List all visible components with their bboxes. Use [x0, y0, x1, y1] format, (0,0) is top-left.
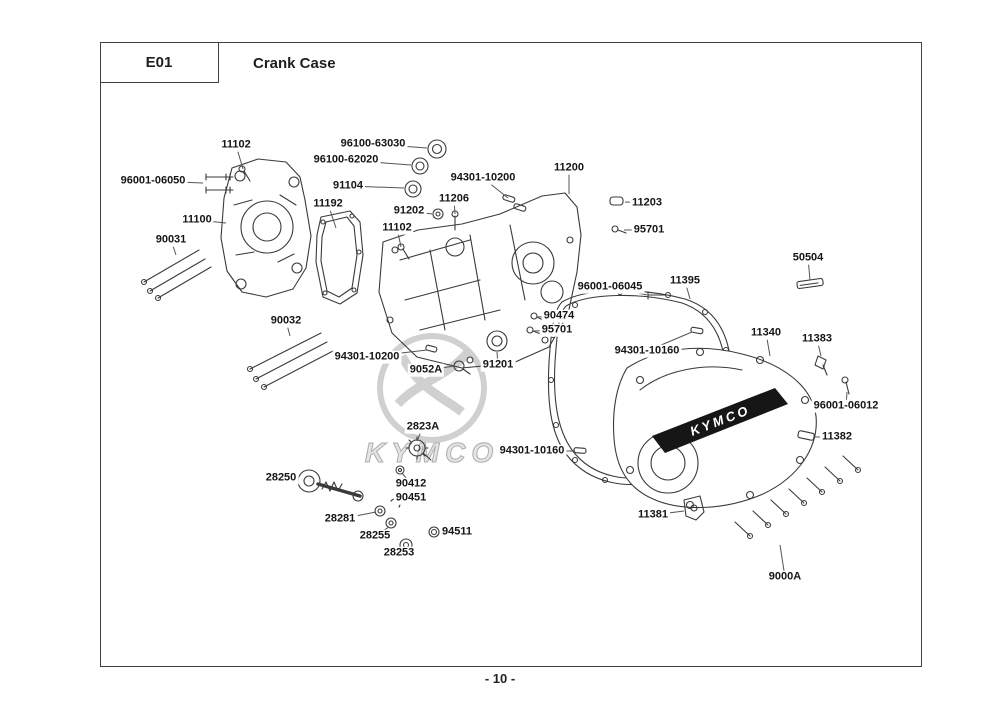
- page-title: Crank Case: [253, 54, 336, 72]
- right-small-parts-drawing: [796, 277, 850, 441]
- kymco-watermark-logo: [377, 333, 487, 443]
- gasket-11192-drawing: [315, 210, 364, 305]
- main-crankcase-drawing: [378, 192, 582, 369]
- dowel-pins-10160-drawing: [573, 326, 704, 454]
- section-code: E01: [99, 41, 219, 83]
- cover-brand-band: [652, 388, 788, 453]
- small-gear-washers-drawing: [374, 436, 440, 552]
- stud-bolts-90031-drawing: [140, 249, 212, 302]
- cover-bolts-9000a-drawing: [734, 455, 862, 540]
- kymco-watermark-text: KYMCO: [365, 437, 499, 468]
- bracket-11381-drawing: [683, 495, 705, 521]
- diagram-frame: E01 Crank Case: [99, 41, 922, 667]
- page-number: - 10 -: [484, 671, 516, 686]
- bearing-drawings: [404, 139, 447, 198]
- bolt-pair-drawing: [205, 173, 234, 194]
- cvt-cover-drawing: [613, 347, 817, 510]
- stud-bolts-90032-drawing: [246, 332, 334, 391]
